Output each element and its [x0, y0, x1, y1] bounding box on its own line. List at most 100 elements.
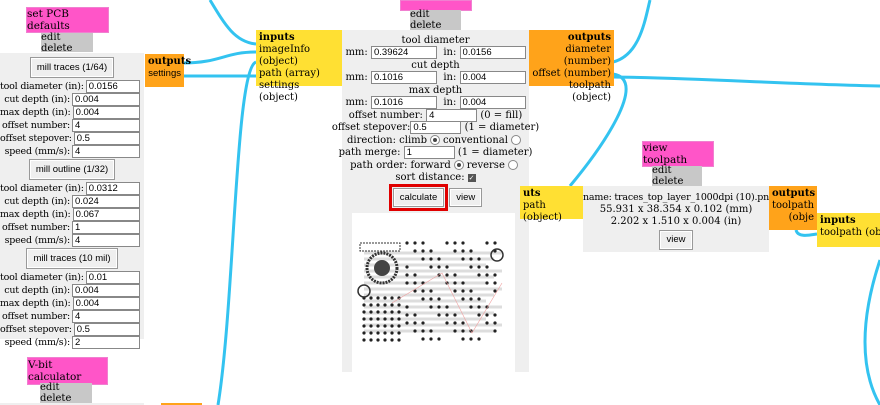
forward-radio[interactable] — [453, 160, 464, 171]
output-toolpath[interactable]: toolpath — [772, 200, 815, 211]
input-path[interactable]: path (object) — [523, 200, 562, 223]
output-toolpath[interactable]: toolpath (object) — [568, 80, 611, 103]
toolpath-mark — [477, 297, 481, 301]
toolpath-mark — [365, 251, 399, 285]
v-bit-calculator-title[interactable]: V-bit calculator — [27, 357, 108, 385]
setting-input[interactable]: 0.0156 — [85, 79, 140, 93]
edit-delete-button[interactable]: edit delete — [652, 165, 702, 187]
setting-input[interactable]: 4 — [72, 144, 140, 158]
output-offset[interactable]: offset (number) — [532, 68, 611, 79]
setting-row: tool diameter (in):0.01 — [0, 270, 140, 284]
setting-input[interactable]: 0.004 — [72, 105, 140, 119]
toolpath-mark — [369, 324, 373, 328]
toolpath-mark — [421, 241, 425, 245]
set-pcb-defaults-title[interactable]: set PCB defaults — [26, 7, 109, 33]
toolpath-mark — [383, 303, 387, 307]
output-diameter[interactable]: diameter (number) — [563, 44, 611, 67]
outputs-port[interactable]: outputs diameter (number) offset (number… — [529, 30, 614, 103]
toolpath-mark — [376, 310, 380, 314]
view-toolpath-title[interactable]: view toolpath — [642, 141, 714, 167]
setting-row: speed (mm/s):2 — [0, 335, 140, 349]
setting-row: offset stepover:0.5 — [0, 131, 140, 145]
toolpath-mark — [445, 273, 449, 277]
toolpath-mark — [397, 296, 401, 300]
path-merge-label: path merge: — [338, 147, 401, 159]
setting-input[interactable]: 1 — [72, 220, 140, 234]
view-button[interactable]: view — [449, 187, 483, 207]
max-depth-mm-input[interactable] — [370, 96, 437, 110]
setting-input[interactable]: 4 — [72, 118, 140, 132]
toolpath-mark — [413, 313, 417, 317]
input-imageinfo[interactable]: imageInfo (object) — [259, 44, 311, 67]
toolpath-mark — [485, 241, 489, 245]
conventional-radio[interactable] — [510, 135, 521, 146]
toolpath-mark — [493, 241, 497, 245]
setting-row: tool diameter (in):0.0156 — [0, 79, 140, 93]
setting-input[interactable]: 0.067 — [72, 207, 140, 221]
toolpath-mark — [429, 297, 433, 301]
setting-row: tool diameter (in):0.0312 — [0, 181, 140, 195]
offset-number-input[interactable] — [426, 108, 478, 122]
toolpath-mark — [359, 242, 401, 252]
toolpath-mark — [453, 281, 457, 285]
toolpath-mark — [390, 303, 394, 307]
setting-input[interactable]: 0.01 — [85, 270, 140, 284]
cut-depth-in-input[interactable] — [459, 71, 526, 85]
inputs-port[interactable]: inputs imageInfo (object) path (array) s… — [256, 30, 342, 103]
toolpath-mark — [429, 249, 433, 253]
reverse-radio[interactable] — [507, 160, 518, 171]
max-depth-in-input[interactable] — [459, 96, 526, 110]
preset-button[interactable]: mill traces (1/64) — [29, 57, 115, 78]
toolpath-mark — [413, 329, 417, 333]
reverse-label: reverse — [466, 159, 505, 171]
climb-radio[interactable] — [430, 135, 441, 146]
setting-input[interactable]: 2 — [72, 335, 140, 349]
toolpath-mark — [397, 310, 401, 314]
edit-delete-button[interactable]: edit delete — [410, 9, 461, 31]
outputs-port[interactable]: outputs toolpath (obje — [769, 186, 817, 230]
input-toolpath[interactable]: toolpath (objec — [820, 227, 880, 238]
toolpath-mark — [362, 338, 366, 342]
offset-stepover-input[interactable] — [410, 121, 462, 135]
setting-input[interactable]: 4 — [72, 233, 140, 247]
setting-input[interactable]: 0.004 — [72, 92, 140, 106]
preset-button[interactable]: mill traces (10 mil) — [26, 248, 118, 269]
calculate-button[interactable]: calculate — [392, 187, 445, 207]
setting-row: offset stepover:0.5 — [0, 322, 140, 336]
toolpath-mark — [413, 273, 417, 277]
tool-diameter-mm-input[interactable] — [370, 46, 437, 60]
sort-distance-checkbox[interactable]: ✓ — [467, 173, 476, 182]
toolpath-mark — [405, 265, 409, 269]
toolpath-mark — [390, 296, 394, 300]
toolpath-mark — [485, 273, 489, 277]
tool-diameter-in-input[interactable] — [459, 46, 526, 60]
setting-input[interactable]: 0.024 — [72, 194, 140, 208]
preset-button[interactable]: mill outline (1/32) — [28, 159, 116, 180]
inputs-port[interactable]: uts path (object) — [520, 186, 584, 223]
toolpath-mark — [477, 273, 481, 277]
input-settings[interactable]: settings (object) — [259, 80, 300, 103]
setting-input[interactable]: 0.0312 — [85, 181, 140, 195]
setting-input[interactable]: 0.004 — [72, 283, 140, 297]
output-settings[interactable]: settings — [148, 68, 181, 79]
setting-input[interactable]: 0.5 — [73, 131, 140, 145]
edit-delete-button[interactable]: edit delete — [41, 32, 93, 54]
toolpath-preview-image — [357, 241, 504, 342]
path-merge-input[interactable] — [403, 146, 455, 160]
setting-row: offset number:1 — [0, 220, 140, 234]
input-path[interactable]: path (array) — [259, 68, 320, 79]
toolpath-mark — [376, 331, 380, 335]
setting-input[interactable]: 0.5 — [73, 322, 140, 336]
toolpath-mark — [421, 289, 425, 293]
setting-input[interactable]: 4 — [72, 309, 140, 323]
toolpath-mark — [421, 321, 425, 325]
outputs-port[interactable]: outputs settings — [145, 54, 191, 87]
cut-depth-mm-input[interactable] — [370, 71, 437, 85]
setting-input[interactable]: 0.004 — [72, 296, 140, 310]
setting-label: offset stepover: — [0, 132, 72, 144]
toolpath-mark — [429, 337, 433, 341]
inputs-port[interactable]: inputs toolpath (objec — [817, 213, 880, 247]
view-button[interactable]: view — [659, 230, 693, 250]
toolpath-mark — [405, 313, 409, 317]
edit-delete-button[interactable]: edit delete — [40, 382, 92, 404]
